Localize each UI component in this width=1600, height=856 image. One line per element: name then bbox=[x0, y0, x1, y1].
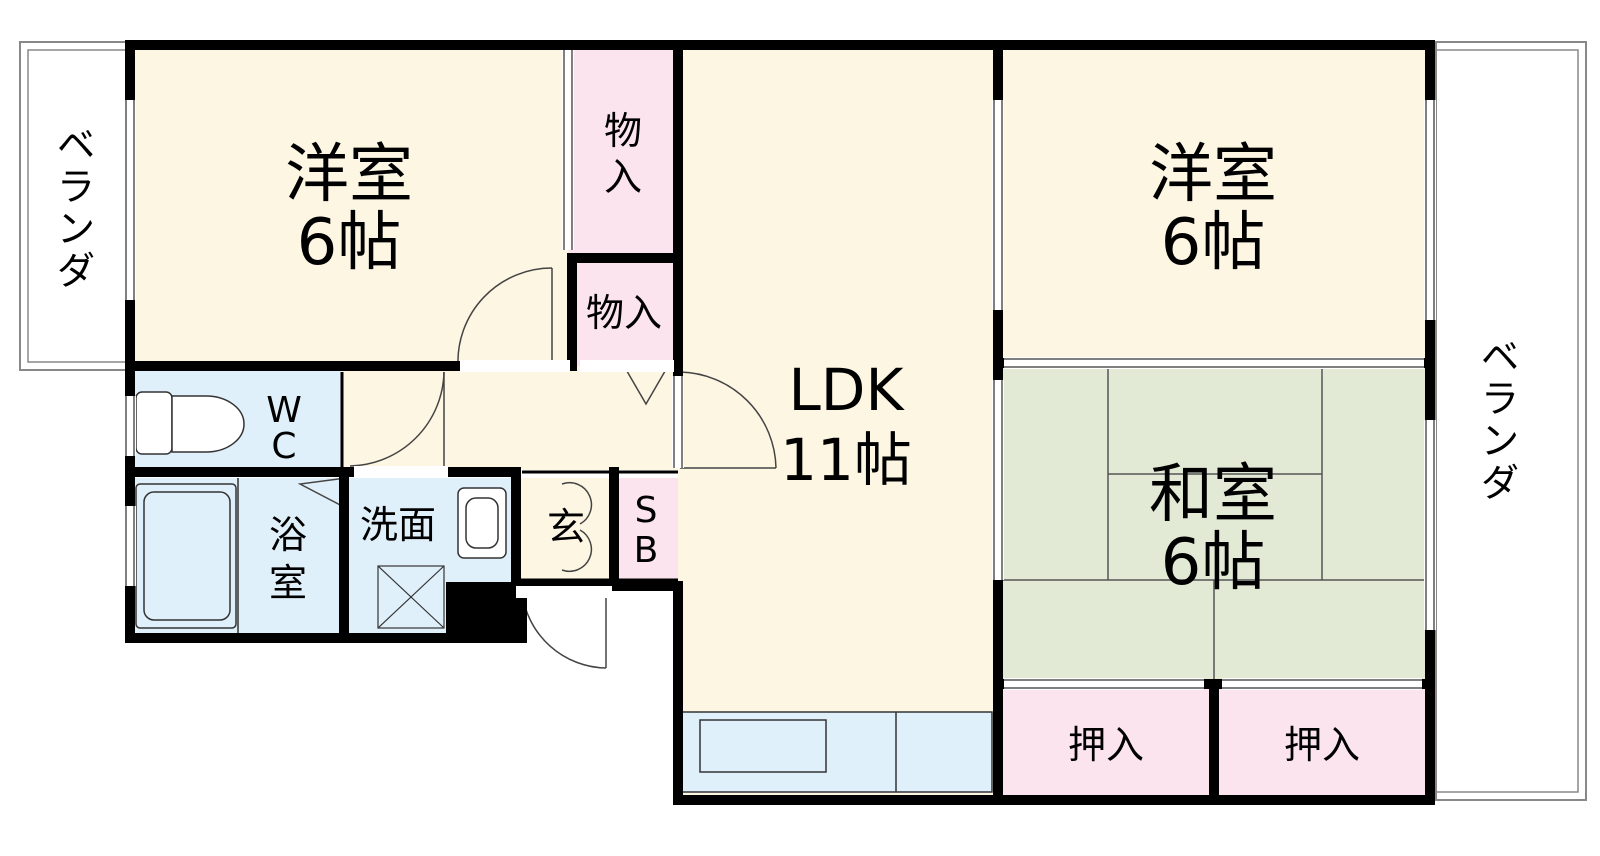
oshiire-left bbox=[998, 686, 1210, 800]
windows bbox=[124, 50, 1436, 690]
balcony-right-char: ラ bbox=[1481, 377, 1519, 421]
balcony-right-char: ダ bbox=[1481, 461, 1519, 505]
balcony-left bbox=[19, 41, 131, 371]
thin-walls bbox=[340, 372, 678, 582]
oshiire-right bbox=[1216, 686, 1430, 800]
oshiire-right-label: 押入 bbox=[1284, 723, 1360, 767]
oshiire-left-label: 押入 bbox=[1068, 723, 1144, 767]
balcony-left-char: ラ bbox=[57, 165, 95, 209]
ldk-name: LDK bbox=[788, 356, 905, 424]
shoe-box-label-1: S bbox=[635, 490, 658, 531]
closet-top bbox=[568, 45, 678, 257]
closet-top-label-1: 物 bbox=[604, 109, 642, 153]
bath-room bbox=[130, 478, 344, 634]
ldk-size: 11帖 bbox=[780, 426, 912, 494]
balcony-left-char: ベ bbox=[57, 123, 95, 167]
western-room-left bbox=[130, 45, 568, 363]
pipe-space bbox=[446, 582, 518, 638]
wash-basin bbox=[457, 487, 507, 559]
balcony-right-char: ン bbox=[1481, 419, 1519, 463]
tatami-lines bbox=[998, 366, 1430, 682]
shoe-box bbox=[616, 478, 678, 580]
washroom-label: 洗面 bbox=[360, 503, 436, 547]
balcony-right bbox=[1435, 41, 1587, 801]
japanese-size: 6帖 bbox=[1161, 526, 1266, 600]
toilet-fixture bbox=[135, 391, 245, 455]
toilet-label-2: C bbox=[271, 426, 296, 467]
entrance bbox=[518, 478, 616, 580]
shoe-box-label-2: B bbox=[634, 530, 659, 571]
japanese-name: 和室 bbox=[1149, 458, 1277, 532]
balcony-left-char: ン bbox=[57, 207, 95, 251]
kitchen-counter bbox=[682, 712, 992, 792]
western-left-name: 洋室 bbox=[285, 138, 413, 212]
washer-space bbox=[377, 565, 445, 629]
balcony-right-label: ベ ラ ン ダ bbox=[1481, 335, 1519, 505]
balcony-right-char: ベ bbox=[1481, 335, 1519, 379]
western-left-size: 6帖 bbox=[297, 206, 402, 280]
balcony-left-char: ダ bbox=[57, 249, 95, 293]
western-right-size: 6帖 bbox=[1161, 206, 1266, 280]
entrance-label: 玄 bbox=[547, 505, 585, 549]
closet-top-label-2: 入 bbox=[604, 155, 642, 199]
ldk-room bbox=[678, 45, 998, 800]
balcony-left-label: ベ ラ ン ダ bbox=[57, 123, 95, 293]
western-room-right bbox=[998, 45, 1430, 363]
closet-mid bbox=[572, 262, 678, 366]
closet-mid-label: 物入 bbox=[586, 291, 662, 335]
bath-label-2: 室 bbox=[269, 561, 307, 605]
bath-label-1: 浴 bbox=[269, 513, 307, 557]
western-right-name: 洋室 bbox=[1149, 138, 1277, 212]
toilet-label-1: W bbox=[266, 390, 302, 431]
